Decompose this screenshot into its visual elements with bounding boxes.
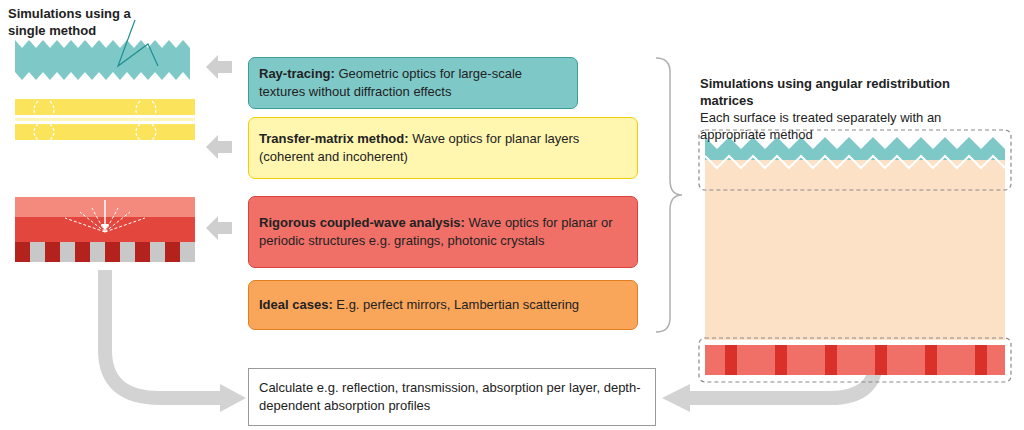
section-note: Each surface is treated separately with … [700, 110, 1000, 144]
grating-tooth [825, 345, 837, 375]
grating-tooth [15, 242, 30, 262]
rear-layer [705, 345, 1005, 375]
box-text: Transfer-matrix method: Wave optics for … [259, 130, 627, 165]
description: Calculate e.g. reflection, transmission,… [259, 380, 641, 413]
method-box: Transfer-matrix method: Wave optics for … [248, 117, 638, 179]
grating-tooth [875, 345, 887, 375]
box-text: Ray-tracing: Geometric optics for large-… [259, 65, 567, 100]
method-name: Rigorous coupled-wave analysis: [259, 215, 465, 230]
small-arrow [206, 216, 232, 240]
grating-tooth [925, 345, 937, 375]
bulk-layer [705, 150, 1005, 340]
box-text: Rigorous coupled-wave analysis: Wave opt… [259, 214, 627, 249]
method-name: Ray-tracing: [259, 66, 335, 81]
method-name: Transfer-matrix method: [259, 131, 409, 146]
grating-tooth [60, 242, 75, 262]
grating-tooth [180, 242, 195, 262]
grating-tooth [45, 242, 60, 262]
section-heading: Simulations using angular redistribution… [700, 76, 1000, 110]
method-box: Rigorous coupled-wave analysis: Wave opt… [248, 196, 638, 268]
incident-ray [104, 200, 106, 226]
grating-tooth [120, 242, 135, 262]
grating-tooth [105, 242, 120, 262]
grating-tooth [150, 242, 165, 262]
grating-tooth [725, 345, 737, 375]
interference-mark [34, 101, 156, 140]
result-box: Calculate e.g. reflection, transmission,… [248, 368, 656, 426]
grating [15, 242, 195, 262]
planar-layer [15, 124, 195, 140]
grating-tooth [165, 242, 180, 262]
method-name: Ideal cases: [259, 297, 333, 312]
small-arrow [206, 135, 232, 159]
grating-tooth [775, 345, 787, 375]
planar-layer [15, 118, 195, 121]
section-heading: Simulations using a single method [8, 6, 158, 40]
ray-path [118, 20, 158, 66]
grating-tooth [135, 242, 150, 262]
small-arrow [206, 55, 232, 79]
planar-layer [15, 99, 195, 115]
surface-line [705, 156, 1005, 168]
arrow-head [662, 384, 690, 412]
grating-tooth [975, 345, 987, 375]
grating [725, 345, 987, 375]
arrow-head [220, 384, 246, 412]
box-text: Calculate e.g. reflection, transmission,… [259, 379, 645, 414]
method-box: Ray-tracing: Geometric optics for large-… [248, 57, 578, 109]
grating-tooth [75, 242, 90, 262]
grating-tooth [30, 242, 45, 262]
grating-tooth [90, 242, 105, 262]
description: E.g. perfect mirrors, Lambertian scatter… [336, 297, 579, 312]
surface-box [699, 338, 1011, 382]
method-box: Ideal cases: E.g. perfect mirrors, Lambe… [248, 280, 638, 330]
box-text: Ideal cases: E.g. perfect mirrors, Lambe… [259, 296, 579, 314]
textured-layer [15, 40, 190, 80]
diffracted-rays [65, 208, 145, 232]
flow-arrow [105, 270, 222, 398]
bracket [656, 58, 682, 332]
